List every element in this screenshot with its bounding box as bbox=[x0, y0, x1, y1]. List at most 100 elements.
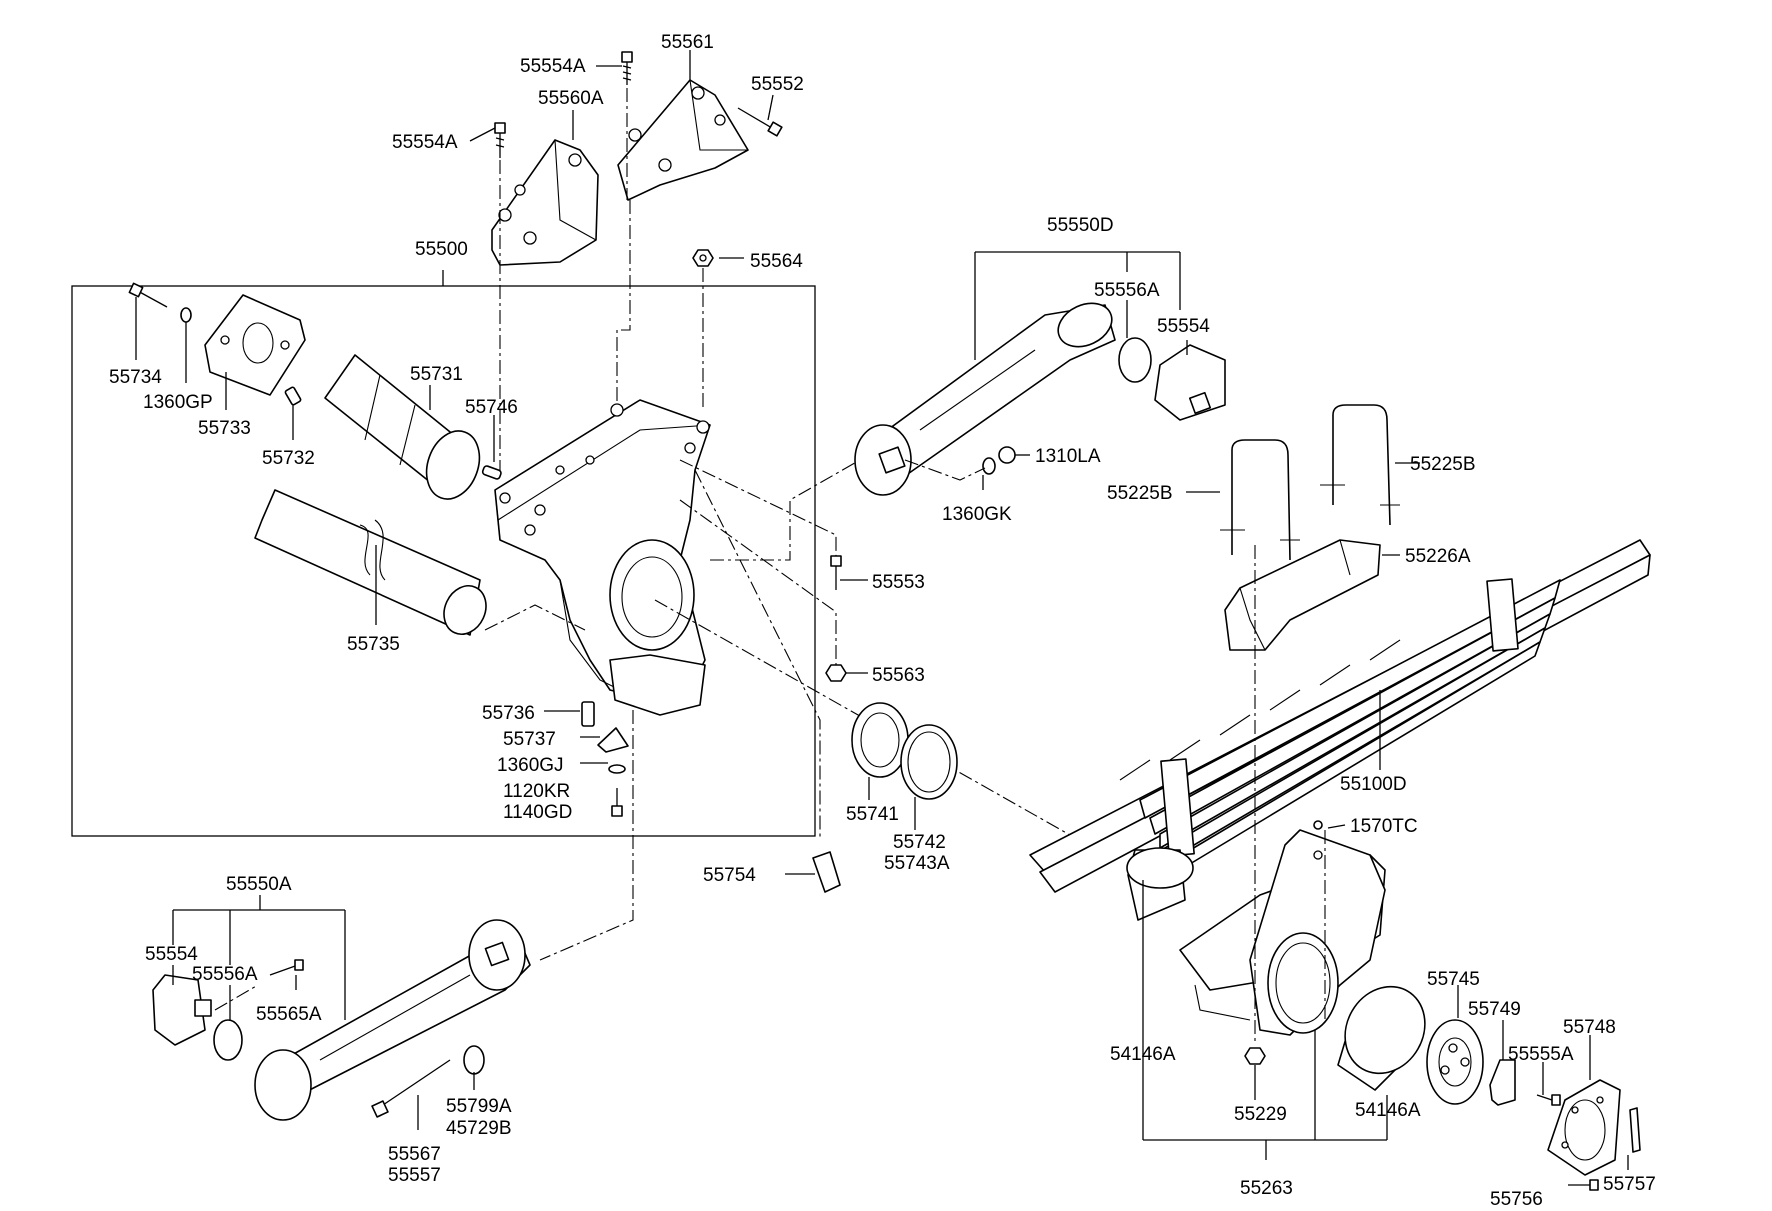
label-55799A: 55799A bbox=[446, 1096, 512, 1117]
label-55737: 55737 bbox=[503, 729, 556, 750]
bolt-55567 bbox=[371, 1059, 451, 1118]
stop-55737 bbox=[597, 727, 629, 753]
label-1120KR: 1120KR bbox=[503, 781, 570, 802]
cover-plate-55733 bbox=[204, 294, 306, 396]
seal-55742 bbox=[900, 724, 958, 800]
label-55555A: 55555A bbox=[1508, 1044, 1574, 1065]
label-55554-top: 55554 bbox=[1157, 316, 1210, 337]
label-54146A-right: 54146A bbox=[1355, 1100, 1421, 1121]
bolt-1570TC bbox=[1313, 820, 1323, 830]
spring-seat-55263 bbox=[1179, 829, 1386, 1036]
seal-55741 bbox=[851, 702, 909, 778]
bolt-55554A-top bbox=[621, 51, 633, 85]
label-55550D: 55550D bbox=[1047, 215, 1114, 236]
label-55749: 55749 bbox=[1468, 999, 1521, 1020]
label-55735: 55735 bbox=[347, 634, 400, 655]
bolt-55565A bbox=[269, 959, 304, 976]
label-55550A: 55550A bbox=[226, 874, 292, 895]
label-55731: 55731 bbox=[410, 364, 463, 385]
label-55561: 55561 bbox=[661, 32, 714, 53]
label-55745: 55745 bbox=[1427, 969, 1480, 990]
bushing-55731 bbox=[324, 354, 481, 500]
snap-ring-55556A-lower bbox=[213, 1019, 243, 1061]
label-1310LA: 1310LA bbox=[1035, 446, 1101, 467]
cover-55748 bbox=[1547, 1079, 1621, 1176]
label-1570TC: 1570TC bbox=[1350, 816, 1418, 837]
bolt-55734 bbox=[128, 282, 168, 308]
label-45729B: 45729B bbox=[446, 1118, 512, 1139]
label-55733: 55733 bbox=[198, 418, 251, 439]
label-55556A-bottom: 55556A bbox=[192, 964, 258, 985]
label-1360GJ: 1360GJ bbox=[497, 755, 564, 776]
label-55736: 55736 bbox=[482, 703, 535, 724]
label-55226A: 55226A bbox=[1405, 546, 1471, 567]
label-55756: 55756 bbox=[1490, 1189, 1543, 1210]
bracket-55749 bbox=[1489, 1059, 1516, 1106]
bushing-55554-lower bbox=[152, 974, 212, 1046]
label-55225B-left: 55225B bbox=[1107, 483, 1173, 504]
label-55554A-top: 55554A bbox=[520, 56, 586, 77]
label-55100D: 55100D bbox=[1340, 774, 1407, 795]
label-55563: 55563 bbox=[872, 665, 925, 686]
kingpin-55735 bbox=[254, 489, 487, 636]
cap-55754 bbox=[812, 851, 841, 893]
disc-55745 bbox=[1426, 1019, 1484, 1105]
pin-55757 bbox=[1629, 1107, 1641, 1153]
leader-lines bbox=[135, 50, 1629, 1170]
bolt-55555A bbox=[1536, 1094, 1561, 1106]
label-55564: 55564 bbox=[750, 251, 803, 272]
label-55554A-left: 55554A bbox=[392, 132, 458, 153]
axle-housing bbox=[494, 399, 711, 716]
label-55567: 55567 bbox=[388, 1144, 441, 1165]
label-55748: 55748 bbox=[1563, 1017, 1616, 1038]
bushing-55799A bbox=[463, 1045, 485, 1075]
snap-ring-55556A bbox=[1118, 337, 1152, 383]
leaf-spring-55100D bbox=[1029, 539, 1651, 893]
pin-55732 bbox=[284, 386, 302, 406]
label-55732: 55732 bbox=[262, 448, 315, 469]
label-1140GD: 1140GD bbox=[503, 802, 572, 823]
label-55757: 55757 bbox=[1603, 1174, 1656, 1195]
bushing-55554 bbox=[1154, 344, 1226, 421]
torque-rod-55550D bbox=[854, 302, 1116, 496]
label-55741: 55741 bbox=[846, 804, 899, 825]
nut-55563 bbox=[825, 664, 847, 682]
washer-1360GK bbox=[982, 457, 996, 475]
sleeve-54146A-left bbox=[1126, 847, 1194, 921]
label-1360GK: 1360GK bbox=[942, 504, 1012, 525]
label-54146A-left: 54146A bbox=[1110, 1044, 1176, 1065]
washer-1360GP bbox=[180, 307, 192, 323]
label-55556A-top: 55556A bbox=[1094, 280, 1160, 301]
label-1360GP: 1360GP bbox=[143, 392, 213, 413]
label-55560A: 55560A bbox=[538, 88, 604, 109]
bolt-55554A-left bbox=[494, 122, 506, 158]
u-bolt-55225B-left bbox=[1220, 439, 1300, 561]
label-55229: 55229 bbox=[1234, 1104, 1287, 1125]
label-55225B-right: 55225B bbox=[1410, 454, 1476, 475]
label-55553: 55553 bbox=[872, 572, 925, 593]
label-55500: 55500 bbox=[415, 239, 468, 260]
label-55743A: 55743A bbox=[884, 853, 950, 874]
torque-rod-55550A bbox=[254, 919, 531, 1121]
u-bolt-55225B-right bbox=[1320, 404, 1400, 526]
bolt-55552 bbox=[737, 107, 783, 137]
label-55565A: 55565A bbox=[256, 1004, 322, 1025]
bolt-1120KR bbox=[611, 788, 623, 817]
pin-55736 bbox=[581, 701, 595, 727]
label-55557: 55557 bbox=[388, 1165, 441, 1186]
bracket-55560A bbox=[491, 139, 599, 266]
sleeve-54146A-right bbox=[1337, 985, 1426, 1091]
washer-1360GJ bbox=[608, 764, 626, 774]
label-55554-bottom: 55554 bbox=[145, 944, 198, 965]
nut-55229 bbox=[1244, 1047, 1266, 1065]
label-55263: 55263 bbox=[1240, 1178, 1293, 1199]
pin-55746 bbox=[481, 465, 502, 480]
nut-55564 bbox=[692, 249, 714, 267]
label-55742: 55742 bbox=[893, 832, 946, 853]
label-55734: 55734 bbox=[109, 367, 162, 388]
bolt-55756 bbox=[1568, 1179, 1599, 1191]
nut-1310LA bbox=[998, 446, 1016, 464]
label-55746: 55746 bbox=[465, 397, 518, 418]
spring-seat-55226A bbox=[1224, 539, 1381, 651]
